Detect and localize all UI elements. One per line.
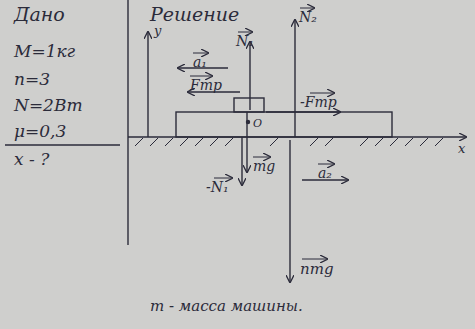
minus-n1-arrow — [241, 137, 242, 185]
given-value: μ=0,3 — [14, 122, 66, 141]
given-value: n=3 — [14, 70, 50, 89]
given-heading: Дано — [14, 4, 65, 25]
unknown: x - ? — [14, 150, 49, 169]
y-axis — [147, 32, 148, 137]
given-value: M=1кг — [14, 42, 75, 61]
force-label: N₁ — [236, 34, 254, 49]
board — [176, 112, 392, 137]
axis-label: y — [154, 24, 161, 38]
minus-friction-arrow — [266, 111, 340, 112]
force-label: nmg — [300, 261, 334, 278]
force-label: mg — [253, 159, 275, 174]
given-line — [5, 144, 120, 145]
force-label: -Fтр — [300, 95, 337, 110]
caption-note: m - масса машины. — [150, 298, 303, 315]
n1-arrow — [249, 42, 250, 110]
given-value: N=2Вт — [14, 96, 83, 115]
axis-label: x — [458, 142, 465, 156]
divider-line — [127, 0, 128, 245]
force-label: Fтр — [190, 78, 222, 93]
vector-bars — [190, 8, 334, 259]
block — [234, 98, 264, 112]
force-label: -N₁ — [206, 180, 229, 195]
acceleration-label: a₁ — [193, 55, 207, 70]
ground-hatching — [135, 138, 443, 146]
origin-label: O — [253, 118, 262, 130]
origin-dot — [247, 121, 250, 124]
force-label: N₂ — [299, 10, 317, 25]
nmg-arrow — [289, 140, 290, 282]
solution-heading: Решение — [150, 4, 239, 25]
n2-arrow — [294, 20, 295, 137]
acceleration-label: a₂ — [318, 166, 332, 181]
